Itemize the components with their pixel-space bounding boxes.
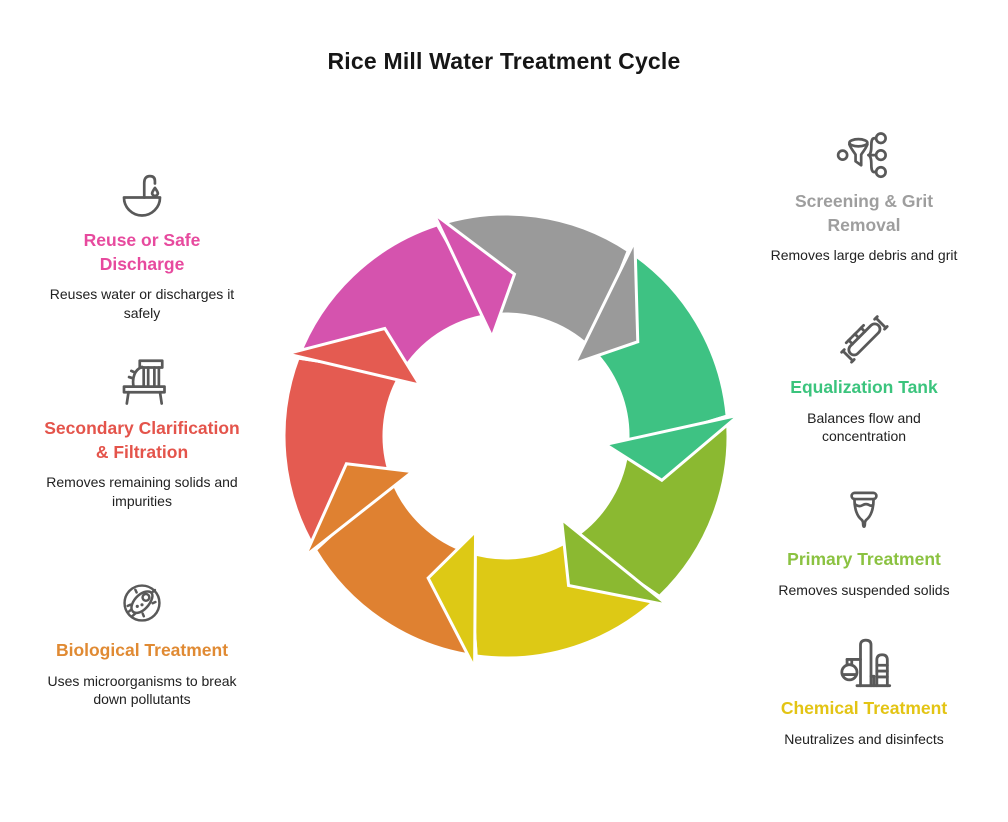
stage-description: Balances flow and concentration: [807, 409, 921, 445]
cycle-arrow-head-5: [286, 326, 424, 388]
cycle-diagram: [282, 212, 741, 669]
basin-faucet-icon: [22, 164, 262, 220]
stage-description: Reuses water or discharges it safely: [49, 286, 235, 321]
cycle-arrow-head-0: [571, 240, 640, 366]
stage-screening-grit-removal: Screening & Grit Removal Removes large d…: [744, 125, 984, 265]
microbe-icon: [22, 574, 262, 630]
stage-title: Secondary Clarification & Filtration: [44, 418, 240, 462]
stage-equalization-tank: Equalization Tank Balances flow and conc…: [744, 311, 984, 446]
stage-primary-treatment: Primary Treatment Removes suspended soli…: [744, 483, 984, 599]
stage-description: Removes remaining solids and impurities: [46, 474, 238, 509]
stage-description: Removes large debris and grit: [770, 247, 958, 264]
cycle-arrow-head-4: [303, 462, 417, 558]
chemical-plant-icon: [744, 632, 984, 688]
cycle-arrow-head-1: [601, 413, 741, 483]
cycle-arrow-body-5: [282, 356, 404, 553]
page-title: Rice Mill Water Treatment Cycle: [327, 48, 681, 74]
stage-description: Uses microorganisms to break down pollut…: [47, 672, 237, 708]
stage-title: Chemical Treatment: [780, 698, 948, 718]
cycle-arrow-head-2: [559, 515, 669, 607]
stage-title: Primary Treatment: [787, 549, 941, 569]
cycle-arrow-body-4: [313, 476, 478, 658]
stage-title: Screening & Grit Removal: [794, 191, 934, 235]
stage-title: Biological Treatment: [55, 640, 229, 660]
stage-reuse-or-safe-discharge: Reuse or Safe Discharge Reuses water or …: [22, 164, 262, 322]
stage-title: Equalization Tank: [790, 377, 938, 397]
stage-secondary-clarification-filtration: Secondary Clarification & Filtration Rem…: [22, 352, 262, 510]
cycle-arrow-body-2: [571, 414, 730, 599]
stage-biological-treatment: Biological Treatment Uses microorganisms…: [22, 574, 262, 709]
settling-cup-icon: [744, 483, 984, 539]
cycle-arrow-head-6: [432, 212, 517, 341]
stage-title: Reuse or Safe Discharge: [83, 230, 201, 274]
tilted-tank-icon: [744, 311, 984, 367]
filter-press-icon: [22, 352, 262, 408]
funnel-screening-icon: [744, 125, 984, 181]
cycle-arrow-body-6: [296, 223, 492, 376]
stage-description: Neutralizes and disinfects: [784, 730, 944, 747]
stage-chemical-treatment: Chemical Treatment Neutralizes and disin…: [744, 632, 984, 748]
cycle-arrow-body-0: [435, 212, 631, 351]
stage-description: Removes suspended solids: [778, 581, 950, 598]
cycle-arrow-head-3: [426, 527, 478, 669]
